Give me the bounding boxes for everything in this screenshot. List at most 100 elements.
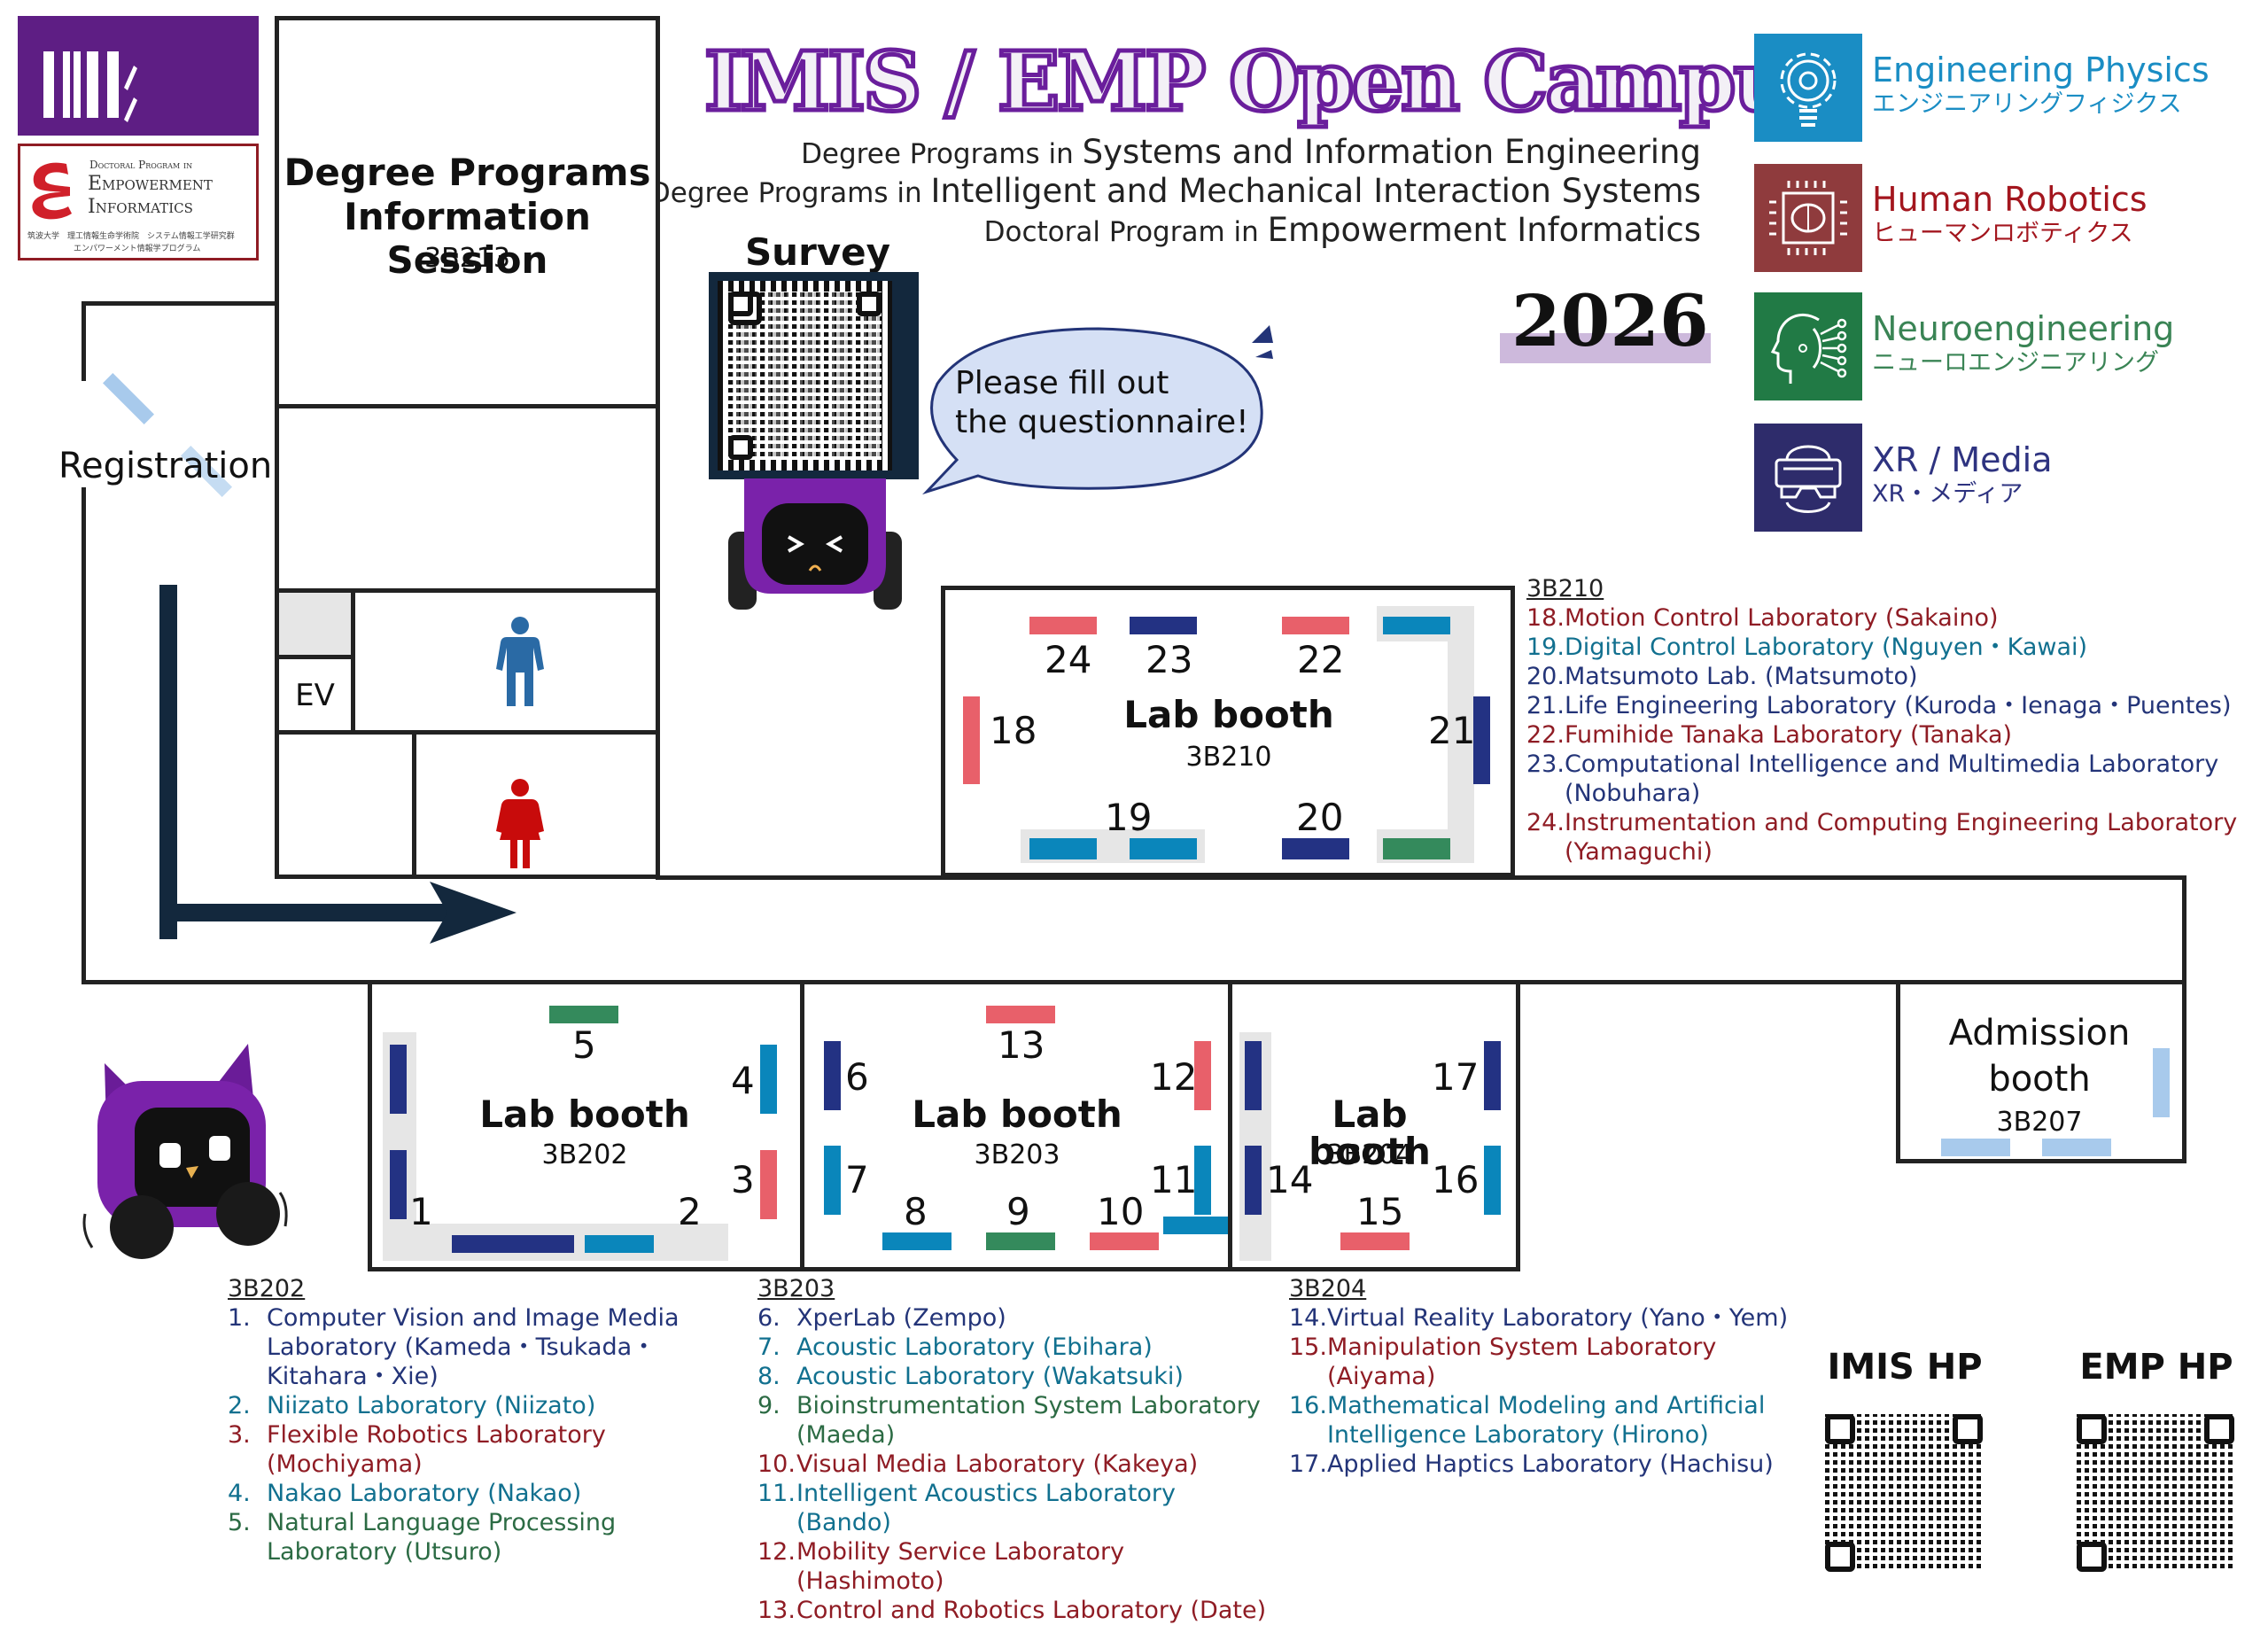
wall [82, 487, 86, 984]
list-item-num: 4. [228, 1480, 251, 1507]
list-item: 3.Flexible Robotics Laboratory (Mochiyam… [228, 1420, 688, 1479]
booth-17-marker [1484, 1041, 1501, 1110]
lab-list-3b203: 3B203 6.XperLab (Zempo) 7.Acoustic Labor… [757, 1274, 1271, 1625]
list-item-text: Natural Language Processing Laboratory (… [267, 1509, 617, 1566]
category-jp-label: XR・メディア [1872, 480, 2023, 508]
route-arrow-icon [159, 585, 517, 944]
list-item: 9.Bioinstrumentation System Laboratory (… [757, 1391, 1271, 1450]
program-name: Intelligent and Mechanical Interaction S… [930, 172, 1702, 210]
program-prefix: Doctoral Program in [983, 216, 1259, 248]
registration-label: Registration [58, 446, 273, 486]
booth-number: 22 [1297, 638, 1345, 681]
booth-24-marker [1029, 617, 1097, 634]
list-item-text: Acoustic Laboratory (Ebihara) [796, 1333, 1153, 1361]
booth-1d-marker [505, 1235, 574, 1253]
booth-20-marker [1282, 838, 1349, 859]
booth-9-marker [986, 1232, 1055, 1250]
robot-mascot-icon [728, 478, 902, 610]
emp-logo-jp1: 筑波大学 理工情報生命学術院 システム情報工学研究群 [27, 232, 235, 241]
list-item: 17.Applied Haptics Laboratory (Hachisu) [1289, 1450, 1794, 1479]
list-item-text: Manipulation System Laboratory (Aiyama) [1326, 1333, 1717, 1390]
list-item: 18.Motion Control Laboratory (Sakaino) [1526, 603, 2262, 633]
program-line-1: Degree Programs in Systems and Informati… [801, 133, 1701, 171]
booth-11-marker [1194, 1146, 1211, 1215]
list-item: 5.Natural Language Processing Laboratory… [228, 1508, 688, 1567]
category-human-robotics [1754, 164, 1862, 272]
list-item-text: XperLab (Zempo) [796, 1304, 1006, 1332]
list-item: 24.Instrumentation and Computing Enginee… [1526, 808, 2262, 867]
list-item-text: Nakao Laboratory (Nakao) [267, 1480, 582, 1507]
list-item-num: 20. [1526, 663, 1565, 690]
list-item: 14.Virtual Reality Laboratory (Yano・Yem) [1289, 1303, 1794, 1333]
booth-4-marker [760, 1045, 777, 1114]
list-item-text: Mobility Service Laboratory (Hashimoto) [796, 1538, 1125, 1595]
list-item-text: Control and Robotics Laboratory (Date) [796, 1597, 1267, 1624]
survey-qr-frame[interactable] [709, 272, 919, 479]
imis-logo [18, 16, 259, 136]
list-item: 22.Fumihide Tanaka Laboratory (Tanaka) [1526, 720, 2262, 750]
booth-12-marker [1194, 1041, 1211, 1110]
booth-room-number: 3B203 [974, 1139, 1060, 1170]
booth-14-marker [1245, 1146, 1262, 1215]
year-highlight [1500, 333, 1711, 363]
info-session-title-line1: Degree Programs [284, 151, 651, 194]
list-item: 11.Intelligent Acoustics Laboratory (Ban… [757, 1479, 1271, 1537]
booth-10-marker [1090, 1232, 1159, 1250]
booth-5-marker [549, 1006, 618, 1023]
list-item-num: 22. [1526, 721, 1565, 749]
room-blank [275, 404, 660, 593]
booth-number: 4 [731, 1059, 755, 1102]
list-item: 8.Acoustic Laboratory (Wakatsuki) [757, 1362, 1271, 1391]
booth-number: 8 [904, 1190, 928, 1233]
room-3b207: Admission booth 3B207 [1896, 980, 2186, 1163]
program-name: Systems and Information Engineering [1082, 133, 1701, 171]
list-item-text: Motion Control Laboratory (Sakaino) [1564, 604, 1999, 632]
speech-bubble [921, 327, 1263, 495]
wall [656, 875, 2186, 880]
list-item-text: Intelligent Acoustics Laboratory (Bando) [796, 1480, 1177, 1536]
emp-hp-qr-code[interactable] [2077, 1414, 2234, 1572]
wall [82, 301, 86, 381]
list-item-text: Flexible Robotics Laboratory (Mochiyama) [267, 1421, 606, 1478]
booth-21-marker [1473, 696, 1490, 784]
list-item-num: 10. [757, 1450, 796, 1478]
list-item-num: 9. [757, 1392, 781, 1419]
list-item-num: 11. [757, 1480, 796, 1507]
booth-23-marker [1130, 617, 1197, 634]
emp-ribbon-icon [32, 162, 72, 220]
booth-number: 3 [731, 1158, 755, 1201]
booth-number: 5 [572, 1023, 596, 1067]
booth-1b-marker [390, 1150, 407, 1219]
booth-number: 20 [1296, 796, 1344, 839]
male-restroom-icon [496, 617, 544, 706]
lab-list-3b202: 3B202 1.Computer Vision and Image Media … [228, 1274, 688, 1567]
admission-desk-marker [1941, 1139, 2010, 1156]
imis-hp-qr-code[interactable] [1825, 1414, 1983, 1572]
booth-16-marker [1484, 1146, 1501, 1215]
list-item-num: 16. [1289, 1392, 1327, 1419]
imis-logo-mark [43, 51, 137, 122]
list-item-text: Matsumoto Lab. (Matsumoto) [1564, 663, 1918, 690]
booth-number: 11 [1150, 1158, 1198, 1201]
list-item: 20.Matsumoto Lab. (Matsumoto) [1526, 662, 2262, 691]
emp-logo-line2: Empowerment [88, 173, 213, 195]
bubble-text-line1: Please fill out [955, 365, 1169, 401]
program-prefix: Degree Programs in [801, 138, 1074, 170]
gear-bulb-icon [1780, 52, 1837, 127]
info-session-room-number: 3B213 [424, 243, 510, 274]
program-line-2: Degree Programs in Intelligent and Mecha… [649, 172, 1701, 210]
list-item-text: Virtual Reality Laboratory (Yano・Yem) [1326, 1304, 1789, 1332]
booth-title: Lab booth [1123, 693, 1334, 736]
emp-logo: Doctoral Program in Empowerment Informat… [18, 144, 259, 260]
list-item-num: 1. [228, 1304, 251, 1332]
booth-18-marker [963, 696, 980, 784]
list-item: 13.Control and Robotics Laboratory (Date… [757, 1596, 1271, 1625]
booth-number: 14 [1266, 1158, 1314, 1201]
brain-chip-icon [1769, 181, 1847, 255]
list-item: 12.Mobility Service Laboratory (Hashimot… [757, 1537, 1271, 1596]
list-item-num: 14. [1289, 1304, 1327, 1332]
booth-15-marker [1340, 1232, 1410, 1250]
list-item-num: 19. [1526, 634, 1565, 661]
elevator-label: EV [295, 678, 335, 713]
list-item-num: 2. [228, 1392, 251, 1419]
